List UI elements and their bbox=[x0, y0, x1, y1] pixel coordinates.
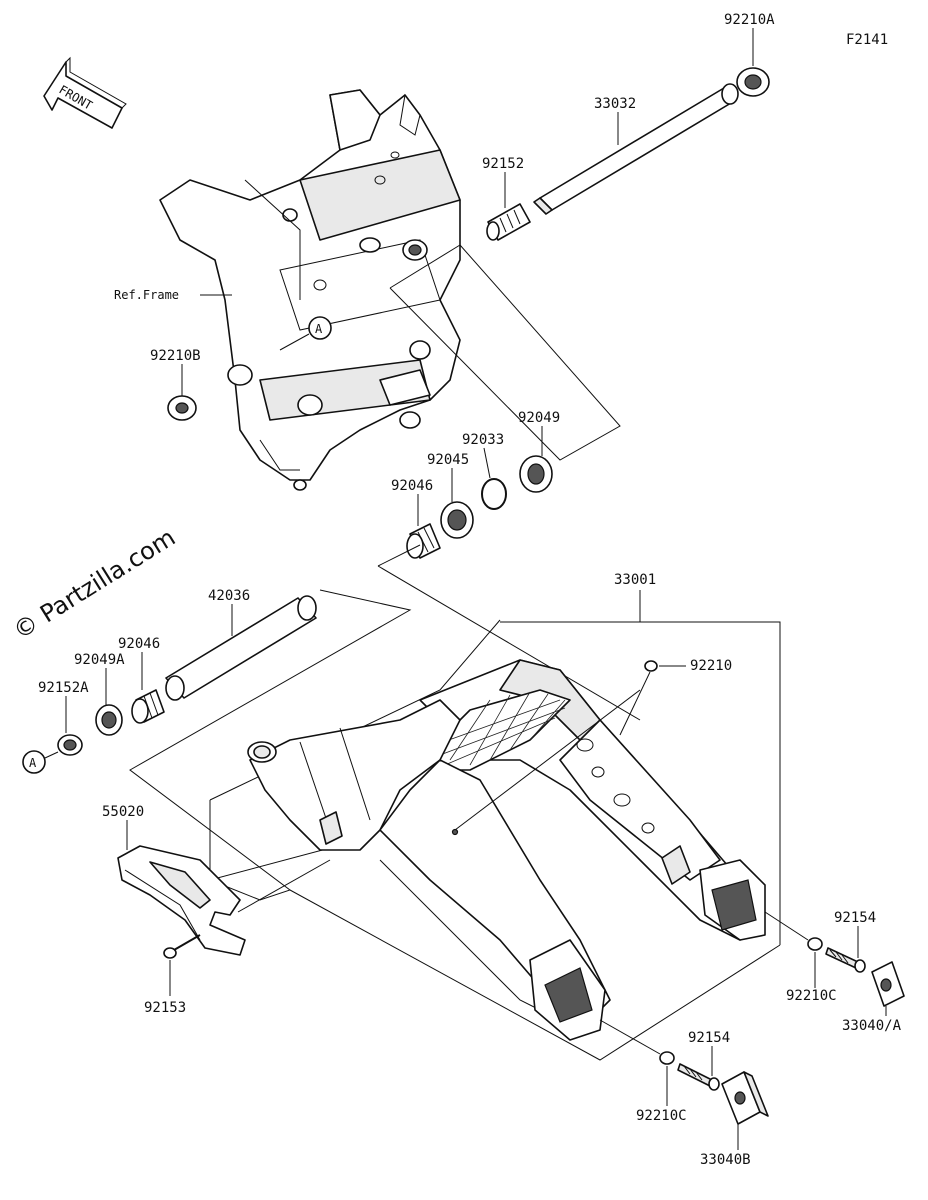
svg-text:33032: 33032 bbox=[594, 96, 636, 112]
part-42036-sleeve: 42036 bbox=[165, 588, 317, 701]
svg-text:92210B: 92210B bbox=[150, 348, 201, 364]
part-92210C-bottom: 92210C bbox=[599, 1019, 687, 1124]
svg-text:92154: 92154 bbox=[688, 1030, 730, 1046]
svg-text:92045: 92045 bbox=[427, 452, 469, 468]
part-92045-bearing: 92045 bbox=[427, 452, 474, 539]
part-92210B: 92210B bbox=[150, 348, 201, 421]
svg-text:42036: 42036 bbox=[208, 588, 250, 604]
svg-text:92210A: 92210A bbox=[724, 12, 775, 28]
part-92153-bolt: 92153 bbox=[144, 934, 201, 1016]
frame-reference: Ref.Frame A bbox=[114, 89, 461, 491]
front-arrow-icon: FRONT bbox=[43, 56, 127, 129]
part-33032-axle: 33032 bbox=[533, 83, 739, 215]
svg-text:92153: 92153 bbox=[144, 1000, 186, 1016]
svg-text:92152: 92152 bbox=[482, 156, 524, 172]
part-55020-chain-guard: 55020 bbox=[102, 804, 331, 956]
part-33001-swingarm-label: 33001 bbox=[500, 572, 781, 945]
svg-text:33001: 33001 bbox=[614, 572, 656, 588]
part-92049A-seal: 92049A bbox=[74, 652, 125, 736]
svg-text:92049: 92049 bbox=[518, 410, 560, 426]
part-92210A: 92210A bbox=[724, 12, 775, 97]
svg-text:92154: 92154 bbox=[834, 910, 876, 926]
svg-text:92046: 92046 bbox=[391, 478, 433, 494]
part-92046-left: 92046 bbox=[118, 636, 165, 724]
svg-text:33040B: 33040B bbox=[700, 1152, 751, 1168]
callout-a-frame bbox=[308, 316, 332, 340]
svg-text:92210C: 92210C bbox=[786, 988, 837, 1004]
svg-text:92210C: 92210C bbox=[636, 1108, 687, 1124]
svg-text:92210: 92210 bbox=[690, 658, 732, 674]
figure-code: F2141 bbox=[846, 32, 888, 48]
part-92046-needle-bearing: 92046 bbox=[391, 478, 441, 559]
part-92154-right: 92154 bbox=[825, 910, 876, 973]
svg-text:55020: 55020 bbox=[102, 804, 144, 820]
part-92033-circlip: 92033 bbox=[462, 432, 507, 510]
svg-text:92152A: 92152A bbox=[38, 680, 89, 696]
part-92152A-collar: 92152A A bbox=[22, 680, 89, 774]
svg-text:A: A bbox=[29, 756, 37, 770]
part-92049-seal: 92049 bbox=[518, 410, 560, 493]
watermark: © Partzilla.com bbox=[8, 523, 180, 645]
part-92210C-right: 92210C bbox=[764, 911, 837, 1004]
svg-text:A: A bbox=[315, 322, 323, 336]
swingarm-33001: 92210 bbox=[247, 658, 766, 1041]
part-92152-collar: 92152 bbox=[482, 156, 531, 241]
part-33040A-adjuster: 33040/A bbox=[842, 961, 905, 1034]
svg-text:92033: 92033 bbox=[462, 432, 504, 448]
ref-frame-label: Ref.Frame bbox=[114, 288, 179, 302]
callout-a-left bbox=[22, 750, 46, 774]
part-33040B-adjuster: 33040B bbox=[700, 1071, 769, 1168]
part-92154-bottom: 92154 bbox=[677, 1030, 730, 1091]
svg-text:33040/A: 33040/A bbox=[842, 1018, 902, 1034]
svg-text:92049A: 92049A bbox=[74, 652, 125, 668]
svg-text:92046: 92046 bbox=[118, 636, 160, 652]
